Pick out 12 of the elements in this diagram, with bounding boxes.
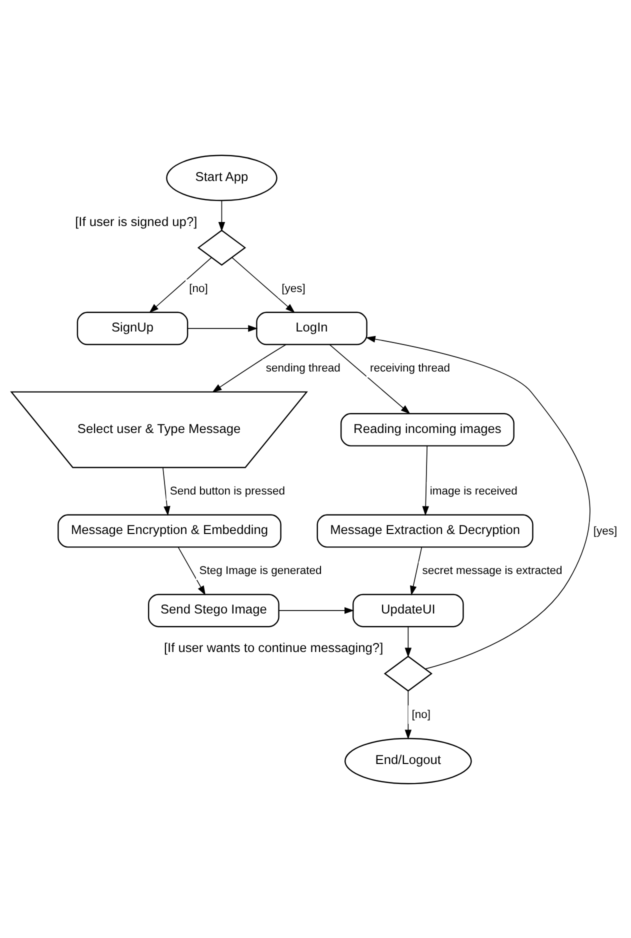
node-label: [If user wants to continue messaging?] <box>164 640 384 655</box>
edge-label: sending thread <box>266 362 340 374</box>
edge-label: [yes] <box>282 282 306 295</box>
edge-label: receiving thread <box>370 362 450 374</box>
edge-label: [no] <box>189 282 208 295</box>
edge-label: Steg Image is generated <box>199 564 322 577</box>
edge-label: [no] <box>412 708 431 720</box>
edge-label: secret message is extracted <box>422 564 562 577</box>
edge-label: Send button is pressed <box>170 485 285 498</box>
edge-label: image is received <box>430 485 518 498</box>
edge-label: [yes] <box>593 524 618 537</box>
node-label: [If user is signed up?] <box>75 214 198 229</box>
